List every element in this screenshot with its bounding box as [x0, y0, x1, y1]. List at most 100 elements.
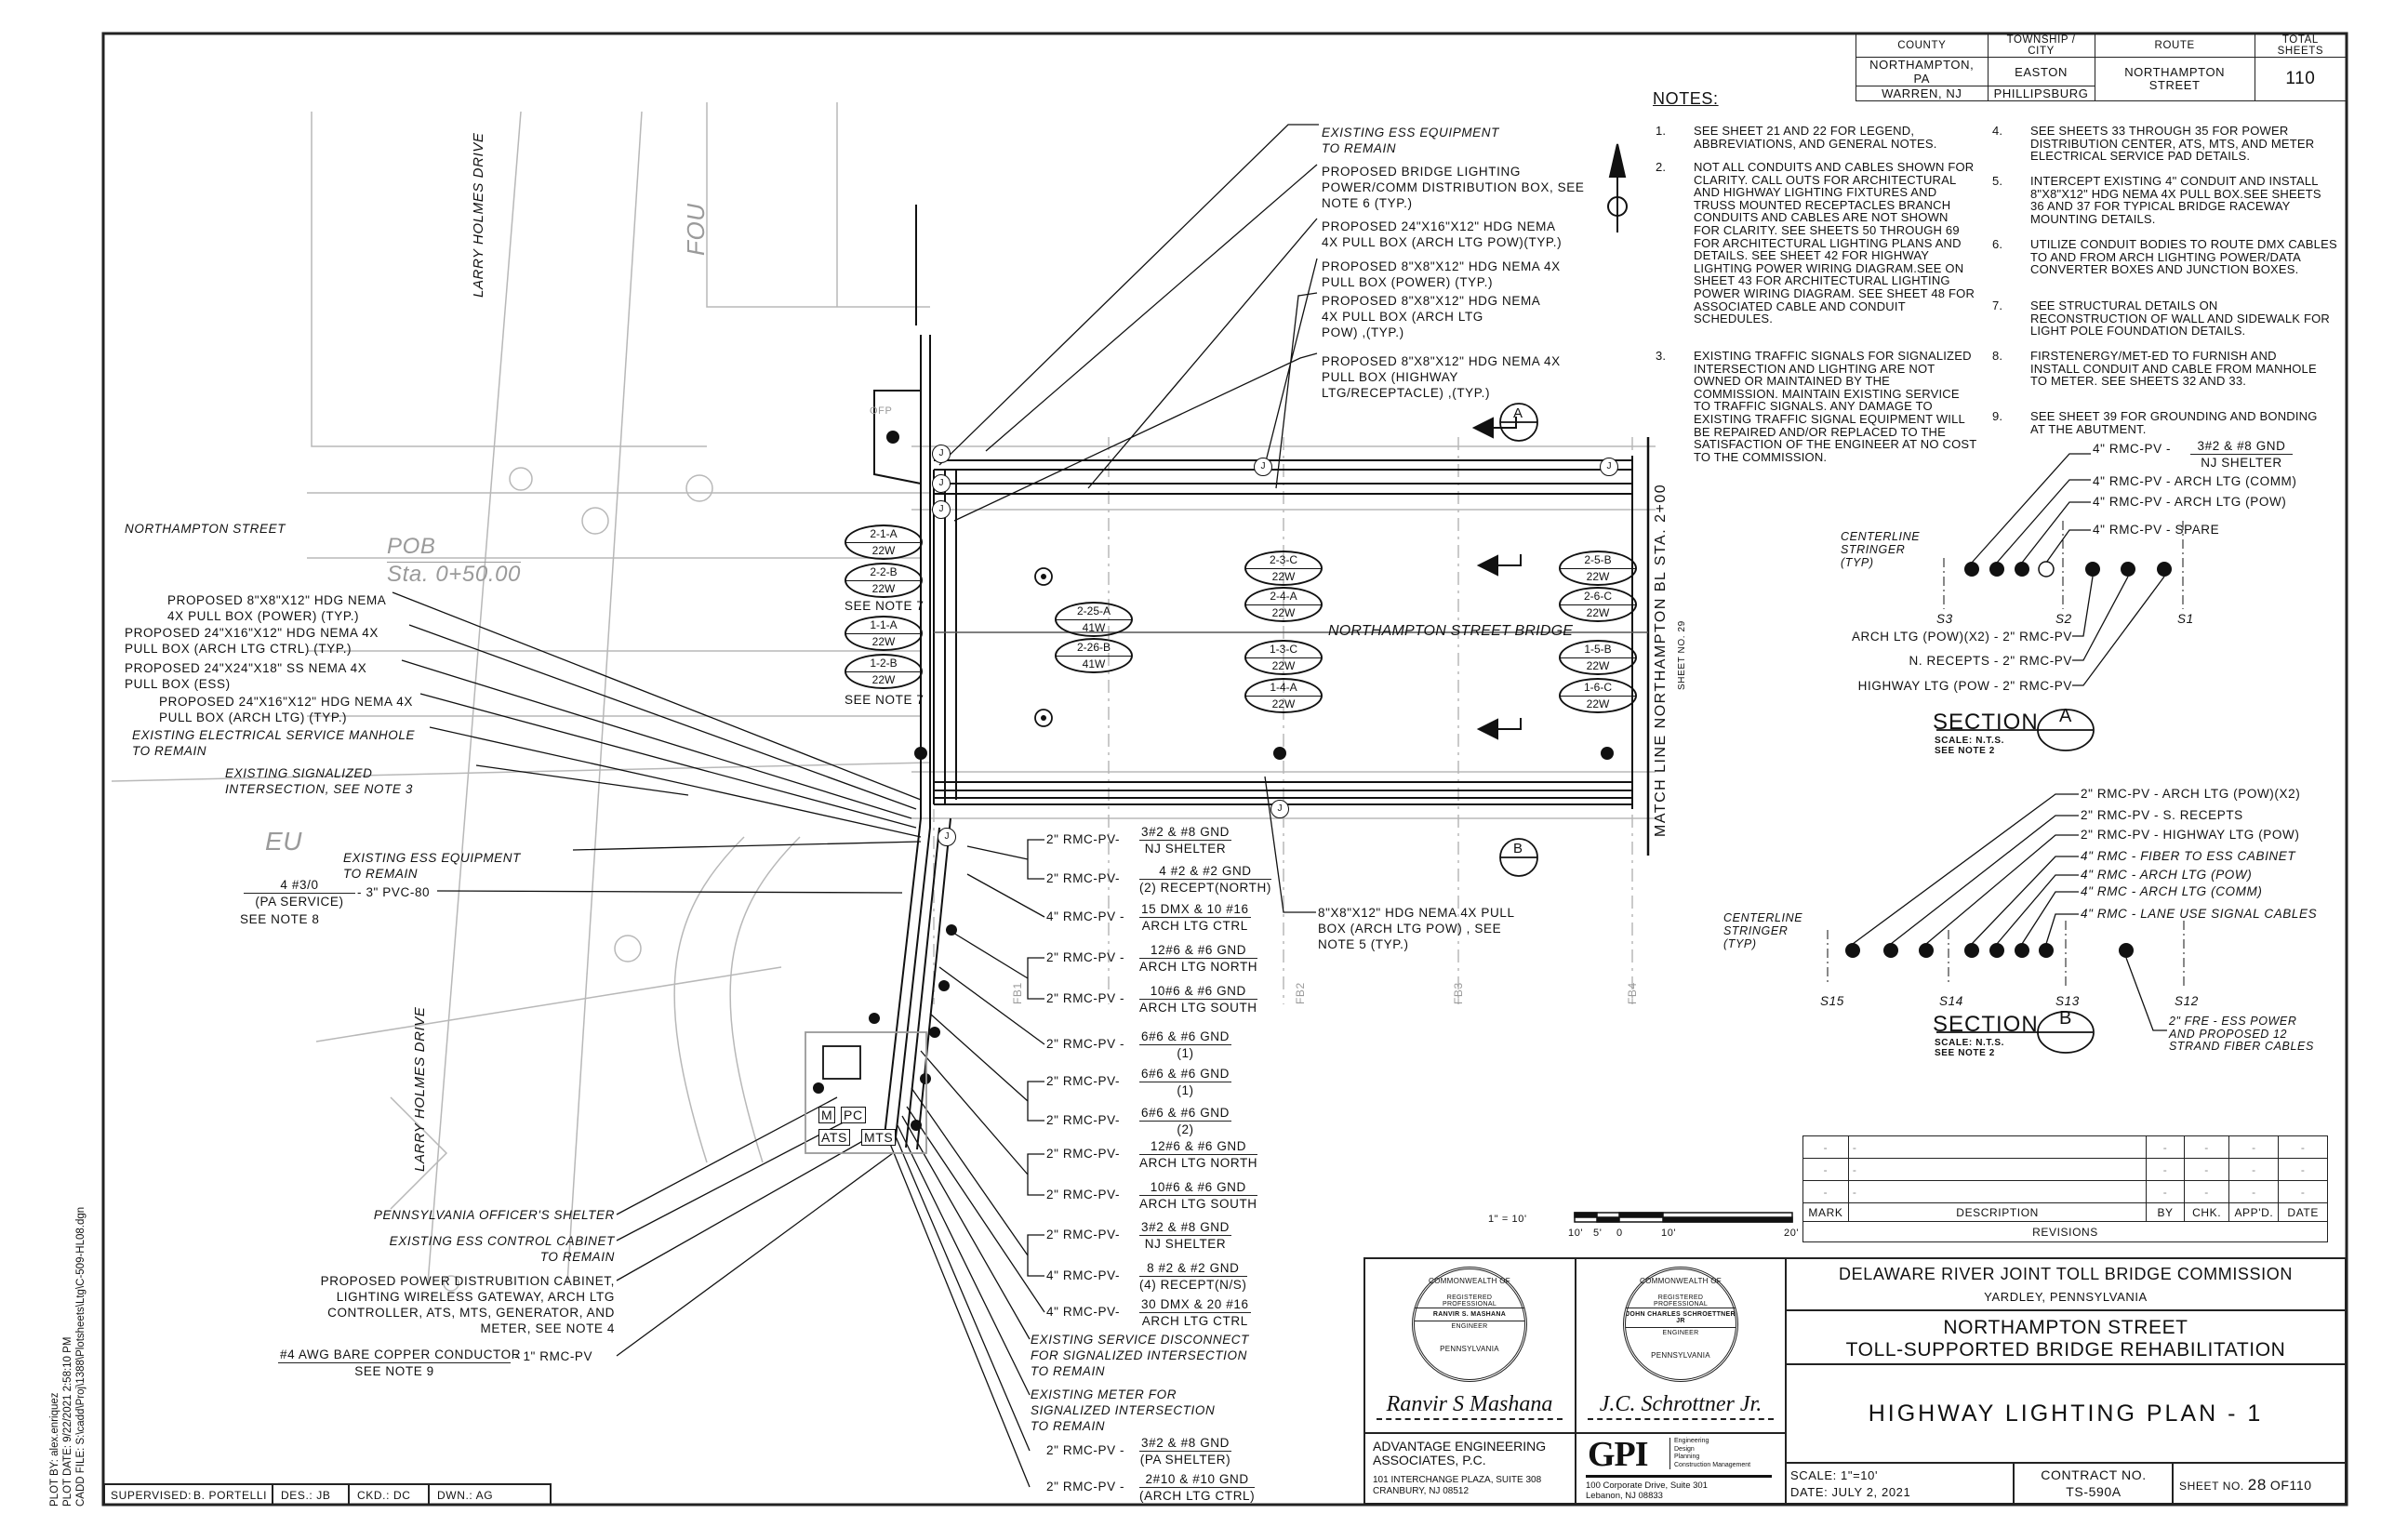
contract-number: TS-590A	[2066, 1484, 2122, 1499]
contract-cell: CONTRACT NO. TS-590A	[2013, 1462, 2174, 1505]
plan-callout: PROPOSED 8"X8"X12" HDG NEMA 4X PULL BOX …	[167, 593, 387, 623]
conduit-size: 4" RMC-PV-	[1046, 1268, 1121, 1282]
pa-service-note: SEE NOTE 8	[240, 912, 320, 926]
revision-cell: -	[1802, 1158, 1849, 1181]
signature: Ranvir S Mashana	[1377, 1390, 1563, 1420]
note-text: SEE STRUCTURAL DETAILS ON RECONSTRUCTION…	[2030, 299, 2330, 339]
fraction-numerator: 6#6 & #6 GND	[1139, 1029, 1231, 1045]
section-a-letter: A	[2059, 706, 2072, 726]
fraction-numerator: 12#6 & #6 GND	[1139, 1138, 1258, 1155]
fraction-numerator: #4 AWG BARE COPPER CONDUCTOR	[278, 1348, 522, 1363]
seal-top: COMMONWEALTH OF	[1429, 1277, 1510, 1285]
revision-cell: -	[1802, 1180, 1849, 1203]
note-text: SEE SHEETS 33 THROUGH 35 FOR POWER DISTR…	[2030, 124, 2315, 164]
header-township: TOWNSHIP / CITY	[1987, 33, 2095, 58]
total-sheets-value: 110	[2254, 57, 2348, 101]
plan-callout: EXISTING ESS EQUIPMENT TO REMAIN	[343, 851, 521, 881]
firm-2-cell: GPI Engineering Design Planning Construc…	[1575, 1432, 1787, 1505]
luminaire-wattage: 22W	[1271, 659, 1296, 672]
section-b-callout: 4" RMC - LANE USE SIGNAL CABLES	[2081, 907, 2318, 921]
fraction-denominator: SEE NOTE 9	[354, 1364, 434, 1378]
cabinet-callout: PROPOSED POWER DISTRUBITION CABINET, LIG…	[320, 1274, 615, 1335]
note-6: 6.UTILIZE CONDUIT BODIES TO ROUTE DMX CA…	[1992, 238, 2337, 276]
stringer-label: S1	[2177, 612, 2194, 626]
fraction-numerator: 3#2 & #8 GND	[1139, 825, 1231, 841]
conduit-size: 2" RMC-PV-	[1046, 1228, 1121, 1241]
luminaire-id: 2-1-A	[846, 526, 921, 543]
revision-cell: -	[2228, 1135, 2280, 1159]
seal-prof: PROFESSIONAL	[1626, 1301, 1736, 1308]
conduit-cable-callout: 3#2 & #8 GND(PA SHELTER)	[1139, 1435, 1231, 1467]
plan-callout: PROPOSED 24"X16"X12" HDG NEMA 4X PULL BO…	[125, 626, 379, 656]
revision-header: BY	[2146, 1202, 2185, 1222]
fraction-numerator: 10#6 & #6 GND	[1139, 983, 1257, 1000]
section-a-callout: 4" RMC-PV -	[2093, 442, 2172, 456]
conduit-cable-callout: 6#6 & #6 GND(1)	[1139, 1066, 1231, 1098]
checker: CKD.: DC	[357, 1489, 411, 1502]
junction-box-icon: J	[932, 474, 951, 493]
centerline-stringer-label: CENTERLINE STRINGER (TYP)	[1723, 911, 1803, 950]
scale-bar-tick: 10'	[1661, 1228, 1677, 1239]
agency-name: DELAWARE RIVER JOINT TOLL BRIDGE COMMISS…	[1839, 1265, 2293, 1283]
firm-1-cell: ADVANTAGE ENGINEERING ASSOCIATES, P.C. 1…	[1363, 1432, 1576, 1505]
note-4: 4.SEE SHEETS 33 THROUGH 35 FOR POWER DIS…	[1992, 124, 2337, 164]
cabinet-component-label: M	[818, 1107, 836, 1123]
stringer-label: S14	[1939, 994, 1963, 1008]
scale-bar-tick: 0	[1616, 1228, 1623, 1239]
luminaire-wattage: 22W	[871, 635, 896, 648]
luminaire-id: 1-2-B	[846, 656, 921, 672]
fraction-denominator: ARCH LTG CTRL	[1141, 919, 1248, 933]
luminaire-id: 1-5-B	[1561, 642, 1635, 658]
equipment-callout: PROPOSED 8"X8"X12" HDG NEMA 4X PULL BOX …	[1322, 294, 1541, 339]
revision-cell: -	[2278, 1180, 2328, 1203]
note-number: 8.	[1992, 349, 2003, 363]
seal-prof: PROFESSIONAL	[1415, 1301, 1524, 1308]
fraction-numerator: 30 DMX & 20 #16	[1139, 1297, 1251, 1313]
scale-bar-tick: 5'	[1593, 1228, 1603, 1239]
section-b-title: SECTION	[1933, 1012, 2039, 1037]
equipment-callout: EXISTING ESS EQUIPMENT TO REMAIN	[1322, 126, 1499, 155]
cabinet-callout: PENNSYLVANIA OFFICER'S SHELTER	[373, 1208, 615, 1222]
revision-cell: -	[2146, 1135, 2185, 1159]
revision-row: ------	[1802, 1180, 2328, 1203]
section-a-callout: 4" RMC-PV - SPARE	[2093, 523, 2220, 537]
note-3: 3.EXISTING TRAFFIC SIGNALS FOR SIGNALIZE…	[1656, 350, 1977, 463]
plan-callout: PROPOSED 24"X16"X12" HDG NEMA 4X PULL BO…	[159, 695, 413, 724]
sheet-border	[101, 32, 2348, 1507]
revision-cell: -	[1847, 1180, 2148, 1203]
seal-top: COMMONWEALTH OF	[1640, 1277, 1722, 1285]
fraction-numerator: 6#6 & #6 GND	[1139, 1106, 1231, 1122]
revision-cell: -	[2183, 1180, 2230, 1203]
seal-1-cell	[1363, 1257, 1576, 1434]
revision-cell: -	[2278, 1135, 2328, 1159]
fraction-numerator: 4 #2 & #2 GND	[1139, 863, 1271, 880]
section-a-scale: SCALE: N.T.S.	[1935, 736, 2005, 746]
agency-city: YARDLEY, PENNSYLVANIA	[1984, 1290, 2148, 1304]
signature: J.C. Schrottner Jr.	[1588, 1390, 1774, 1420]
fraction-numerator: 15 DMX & 10 #16	[1139, 902, 1251, 918]
plan-callout: EXISTING SIGNALIZED INTERSECTION, SEE NO…	[225, 766, 413, 796]
firm-2-address: 100 Corporate Drive, Suite 301 Lebanon, …	[1586, 1480, 1708, 1501]
revision-cell: -	[2146, 1180, 2185, 1203]
header-county: COUNTY	[1856, 33, 1989, 58]
luminaire-id: 2-5-B	[1561, 552, 1635, 569]
revision-cell: -	[2146, 1158, 2185, 1181]
revision-cell: -	[2183, 1158, 2230, 1181]
fraction-denominator: NJ SHELTER	[2201, 456, 2282, 470]
section-a-callout: N. RECEPTS - 2" RMC-PV	[1909, 654, 2072, 668]
cabinet-component-label: PC	[841, 1107, 866, 1123]
conduit-size: 4" RMC-PV-	[1046, 1305, 1121, 1319]
conduit-size: 2" RMC-PV-	[1046, 832, 1121, 846]
luminaire-id: 2-4-A	[1246, 589, 1321, 605]
project-location-table: COUNTY TOWNSHIP / CITY ROUTE TOTAL SHEET…	[1856, 33, 2348, 101]
section-a-callout: 4" RMC-PV - ARCH LTG (COMM)	[2093, 474, 2297, 488]
conduit-size: 2" RMC-PV-	[1046, 871, 1121, 885]
centerline-stringer-label: CENTERLINE STRINGER (TYP)	[1841, 530, 1921, 569]
section-b-callout: 2" RMC-PV - ARCH LTG (POW)(X2)	[2081, 787, 2301, 801]
